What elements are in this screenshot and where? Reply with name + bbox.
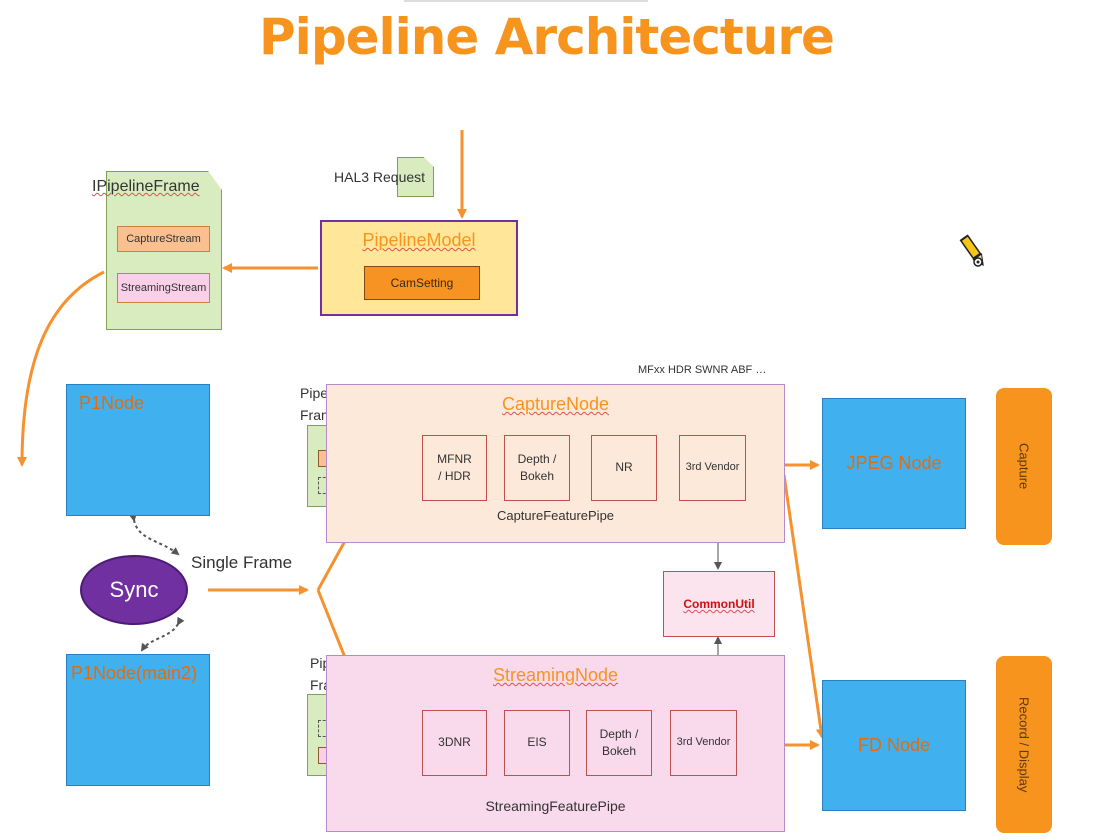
arrow-frame-to-p1node	[17, 270, 105, 467]
streaming-node-title: StreamingNode	[492, 665, 619, 685]
capture-plugins-label: MFxx HDR SWNR ABF …	[638, 364, 767, 376]
feature-3dnr: 3DNR	[422, 710, 487, 776]
common-util-label: CommonUtil	[683, 597, 755, 611]
feature-capture-3rd-vendor: 3rd Vendor	[679, 435, 746, 501]
feature-mfnr-hdr: MFNR / HDR	[422, 435, 487, 501]
jpeg-node-title: JPEG Node	[846, 453, 942, 473]
feature-capture-depth-bokeh: Depth / Bokeh	[504, 435, 570, 501]
camsetting-label: CamSetting	[390, 276, 454, 290]
sync-node: Sync	[80, 555, 188, 625]
capture-stream-label: CaptureStream	[126, 233, 201, 245]
record-display-tab: Record / Display	[996, 656, 1052, 833]
feature-mfnr-hdr-label: MFNR / HDR	[437, 451, 472, 483]
record-display-tab-label: Record / Display	[1016, 696, 1032, 793]
page-title: Pipeline Architecture	[259, 8, 835, 66]
feature-streaming-3rd-vendor: 3rd Vendor	[670, 710, 737, 776]
feature-eis-label: EIS	[527, 735, 547, 750]
feature-capture-3rd-vendor-label: 3rd Vendor	[685, 461, 740, 474]
p1node-title: P1Node	[79, 393, 145, 413]
single-frame-label: Single Frame	[191, 553, 293, 572]
feature-streaming-depth-bokeh-label: Depth / Bokeh	[599, 726, 639, 758]
fd-node-box: FD Node	[822, 680, 966, 811]
streaming-node-box: StreamingNode 3DNR EIS Depth / Bokeh 3rd…	[326, 655, 785, 832]
pipeline-model-title: PipelineModel	[362, 230, 476, 250]
arrow-capture-to-fd	[782, 474, 826, 739]
feature-eis: EIS	[504, 710, 570, 776]
pipeline-model-box: PipelineModel CamSetting	[320, 220, 518, 316]
feature-streaming-depth-bokeh: Depth / Bokeh	[586, 710, 652, 776]
hal3-request-doc-icon	[397, 157, 434, 197]
feature-nr-label: NR	[615, 460, 633, 475]
p1node-box: P1Node	[66, 384, 210, 516]
jpeg-node-box: JPEG Node	[822, 398, 966, 529]
feature-streaming-3rd-vendor-label: 3rd Vendor	[676, 736, 731, 749]
capture-feature-pipe-label: CaptureFeaturePipe	[496, 508, 615, 523]
camsetting-box: CamSetting	[364, 266, 480, 300]
ipipelineframe-title: IPipelineFrame	[92, 178, 200, 195]
feature-3dnr-label: 3DNR	[438, 735, 471, 750]
fd-node-title: FD Node	[857, 735, 931, 755]
capture-tab: Capture	[996, 388, 1052, 545]
feature-nr: NR	[591, 435, 657, 501]
capture-node-title: CaptureNode	[501, 394, 610, 414]
dotted-sync-to-p1main2	[140, 616, 185, 652]
dotted-p1-to-sync	[128, 513, 180, 556]
capture-node-box: CaptureNode MFNR / HDR Depth / Bokeh NR …	[326, 384, 785, 543]
p1node-main2-title: P1Node(main2)	[71, 663, 198, 683]
capture-tab-label: Capture	[1016, 443, 1032, 490]
feature-capture-depth-bokeh-label: Depth / Bokeh	[517, 451, 557, 483]
streaming-stream-box: StreamingStream	[117, 273, 210, 303]
sync-label: Sync	[109, 577, 159, 602]
capture-stream-box: CaptureStream	[117, 226, 210, 252]
title-top-line	[404, 0, 648, 2]
hal3-request-label: HAL3 Request	[334, 169, 426, 185]
common-util-box: CommonUtil	[663, 571, 775, 637]
streaming-feature-pipe-label: StreamingFeaturePipe	[485, 798, 626, 814]
streaming-stream-label: StreamingStream	[120, 282, 207, 294]
pencil-cursor-icon	[959, 234, 984, 267]
p1node-main2-box: P1Node(main2)	[66, 654, 210, 786]
